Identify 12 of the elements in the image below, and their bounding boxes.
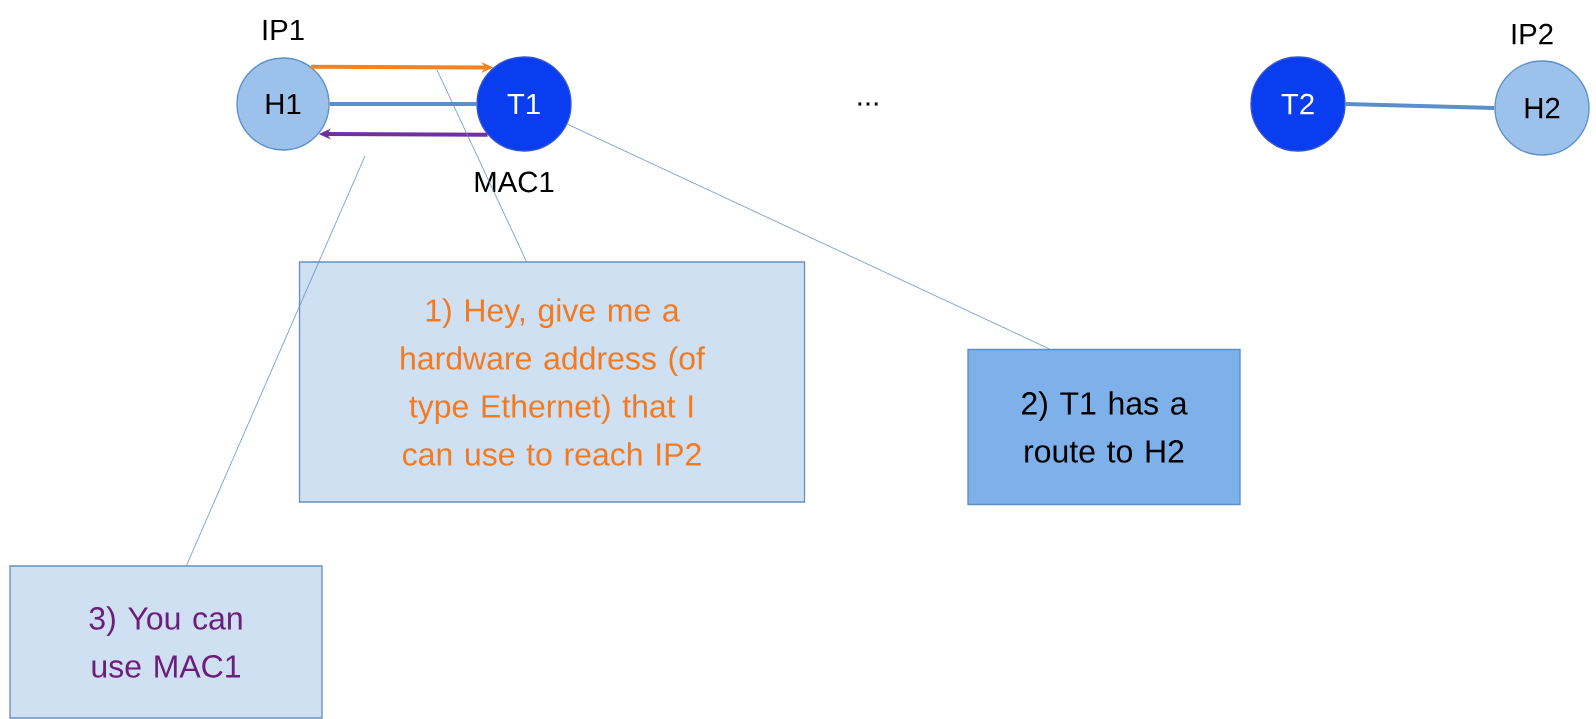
leader-line — [186, 155, 366, 566]
address-label: MAC1 — [475, 171, 554, 193]
leader-line — [566, 123, 1050, 350]
link-line — [1345, 102, 1495, 110]
ellipsis-text: ... — [858, 102, 878, 106]
address-label: IP2 — [1512, 23, 1553, 45]
link-line — [329, 102, 477, 106]
address-label: IP1 — [263, 19, 304, 41]
note-box: 1) Hey, give me a hardware address (of type Ethernet) that I can use to reach IP2 — [298, 261, 806, 503]
note-box: 3) You can use MAC1 — [9, 565, 323, 719]
leader-line — [436, 69, 527, 262]
note-box: 2) T1 has a route to H2 — [967, 348, 1241, 506]
